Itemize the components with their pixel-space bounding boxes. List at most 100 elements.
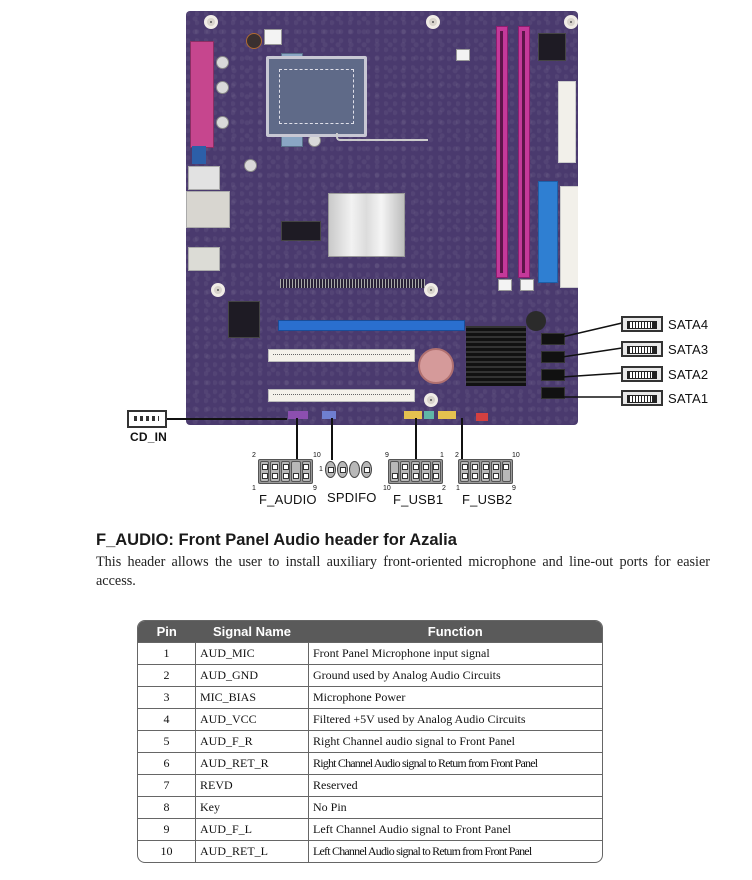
function-cell: Filtered +5V used by Analog Audio Circui…	[308, 708, 602, 731]
sata3-connector-icon	[621, 341, 663, 357]
capacitor	[216, 81, 229, 94]
sata2-label: SATA2	[668, 367, 709, 382]
signal-cell: AUD_RET_L	[195, 840, 309, 862]
table-row: 6 AUD_RET_R Right Channel Audio signal t…	[138, 752, 602, 775]
f-usb2-pin-9: 9	[512, 485, 516, 492]
pin-cell: 6	[138, 752, 196, 775]
signal-cell: MIC_BIAS	[195, 686, 309, 709]
fan-header	[498, 279, 512, 291]
function-cell: No Pin	[308, 796, 602, 819]
fan-header	[520, 279, 534, 291]
chip	[281, 221, 321, 241]
f-usb1-header-icon	[388, 459, 443, 484]
cmos-battery	[418, 348, 454, 384]
function-cell: Left Channel Audio signal to Return from…	[308, 840, 602, 862]
vga-port	[192, 146, 206, 164]
sata4-connector-icon	[621, 316, 663, 332]
signal-cell: AUD_MIC	[195, 642, 309, 665]
spdifo-label: SPDIFO	[327, 490, 377, 505]
table-row: 7 REVD Reserved	[138, 774, 602, 797]
table-row: 8 Key No Pin	[138, 796, 602, 819]
pci-slot	[268, 389, 415, 402]
sata-port	[541, 387, 565, 399]
spdifo-header-icon	[325, 461, 372, 478]
lan-port	[186, 191, 230, 228]
chip	[228, 301, 260, 338]
column-header-pin: Pin	[138, 621, 196, 643]
spdifo-pin-1: 1	[319, 466, 323, 473]
signal-cell: REVD	[195, 774, 309, 797]
cd-in-connector-icon	[127, 410, 167, 428]
mounting-hole	[211, 283, 225, 297]
mounting-hole	[564, 15, 578, 29]
section-description: This header allows the user to install a…	[96, 554, 710, 589]
cd-in-leader-line	[167, 418, 287, 420]
pin-cell: 4	[138, 708, 196, 731]
table-header-row: Pin Signal Name Function	[138, 621, 602, 643]
capacitor	[244, 159, 257, 172]
sata3-label: SATA3	[668, 342, 709, 357]
header-onboard	[476, 413, 488, 421]
function-cell: Reserved	[308, 774, 602, 797]
mounting-hole	[426, 15, 440, 29]
sata-port	[541, 369, 565, 381]
f-audio-label: F_AUDIO	[259, 492, 317, 507]
f-usb1-leader-line	[415, 418, 417, 460]
pcie-x16-slot	[278, 320, 465, 331]
sata2-leader-line	[561, 372, 623, 378]
dimm-slot	[496, 26, 508, 278]
f-usb2-pin-1: 1	[456, 485, 460, 492]
table-row: 9 AUD_F_L Left Channel Audio signal to F…	[138, 818, 602, 841]
f-usb2-label: F_USB2	[462, 492, 513, 507]
function-cell: Left Channel Audio signal to Front Panel	[308, 818, 602, 841]
f-usb1-pin-2: 2	[442, 485, 446, 492]
cpu-socket	[266, 56, 367, 137]
pin-cell: 2	[138, 664, 196, 687]
spdif-header-onboard	[322, 411, 336, 419]
fan-header	[264, 29, 282, 45]
function-cell: Ground used by Analog Audio Circuits	[308, 664, 602, 687]
table-row: 5 AUD_F_R Right Channel audio signal to …	[138, 730, 602, 753]
capacitor	[216, 56, 229, 69]
motherboard-image	[186, 11, 578, 425]
f-usb2-header-icon	[458, 459, 513, 484]
usb-ports	[188, 166, 220, 190]
mounting-hole	[424, 393, 438, 407]
cd-in-label: CD_IN	[130, 430, 168, 444]
pin-cell: 9	[138, 818, 196, 841]
table-row: 1 AUD_MIC Front Panel Microphone input s…	[138, 642, 602, 665]
f-usb2-leader-line	[461, 418, 463, 460]
cpu-fan-header	[456, 49, 470, 61]
capacitor	[246, 33, 262, 49]
signal-cell: AUD_F_R	[195, 730, 309, 753]
buzzer	[526, 311, 546, 331]
f-audio-leader-line	[296, 418, 298, 460]
pin-cell: 8	[138, 796, 196, 819]
signal-cell: AUD_F_L	[195, 818, 309, 841]
sata3-leader-line	[561, 347, 623, 358]
signal-cell: AUD_VCC	[195, 708, 309, 731]
expansion-slot	[280, 279, 425, 288]
f-audio-pin-1: 1	[252, 485, 256, 492]
sata4-label: SATA4	[668, 317, 709, 332]
northbridge-heatsink	[328, 193, 405, 257]
table-row: 10 AUD_RET_L Left Channel Audio signal t…	[138, 840, 602, 862]
sata1-connector-icon	[621, 390, 663, 406]
table-row: 3 MIC_BIAS Microphone Power	[138, 686, 602, 709]
f-audio-header-icon	[258, 459, 313, 484]
f-usb2-header-onboard	[438, 411, 456, 419]
pin-cell: 1	[138, 642, 196, 665]
southbridge-heatsink	[466, 326, 526, 386]
spdifo-leader-line	[331, 418, 333, 460]
sata4-leader-line	[561, 322, 623, 338]
io-chip	[538, 33, 566, 61]
f-usb1-pin-1: 1	[440, 452, 444, 459]
header-onboard	[424, 411, 434, 419]
column-header-function: Function	[308, 621, 602, 643]
audio-jack	[188, 247, 220, 271]
f-usb1-header-onboard	[404, 411, 422, 419]
capacitor	[216, 116, 229, 129]
f-audio-pin-9: 9	[313, 485, 317, 492]
parallel-port	[190, 41, 214, 148]
f-usb1-pin-9: 9	[385, 452, 389, 459]
